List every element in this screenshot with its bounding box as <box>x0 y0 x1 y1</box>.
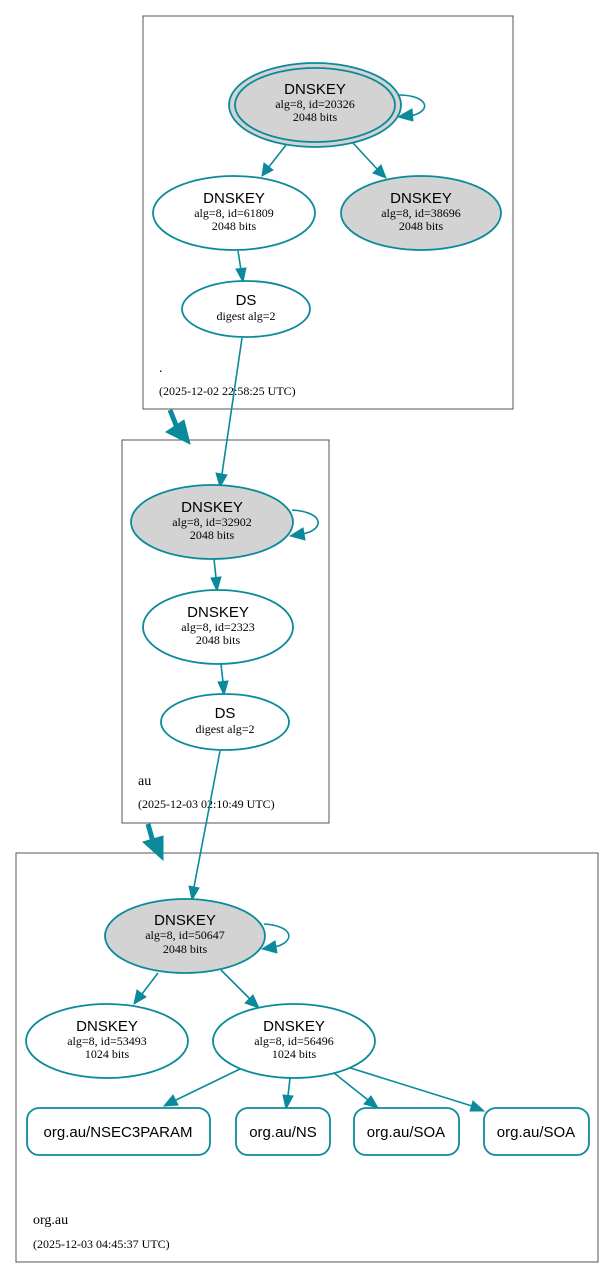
arrowhead <box>363 1095 380 1109</box>
node-title: DS <box>236 292 257 309</box>
edge-orgau-ksk-zsk2 <box>220 969 251 1000</box>
node-key-size: 2048 bits <box>196 633 241 647</box>
node-title: DNSKEY <box>76 1018 138 1035</box>
node-key-info: alg=8, id=38696 <box>381 206 461 220</box>
edge-root-zsk-ds <box>237 250 242 271</box>
node-key-size: 2048 bits <box>212 219 257 233</box>
node-key-size: 2048 bits <box>190 528 235 542</box>
zone-au-timestamp: (2025-12-03 02:10:49 UTC) <box>138 797 275 811</box>
edge-zsk2-ns <box>287 1077 291 1097</box>
node-key-info: alg=8, id=53493 <box>67 1034 147 1048</box>
node-digest-info: digest alg=2 <box>216 309 275 323</box>
zone-root-name: . <box>159 361 163 376</box>
au-ds-node[interactable]: DS digest alg=2 <box>160 693 290 751</box>
zone-orgau-timestamp: (2025-12-03 04:45:37 UTC) <box>33 1237 170 1251</box>
edge-zsk2-soa1 <box>333 1072 369 1101</box>
rrset-soa2-node[interactable]: org.au/SOA <box>483 1107 590 1156</box>
arrowhead <box>162 1094 179 1107</box>
edge-root-ksk-ksk2 <box>352 142 379 171</box>
root-ds-node[interactable]: DS digest alg=2 <box>181 280 311 338</box>
arrowhead <box>244 994 260 1009</box>
zone-root-timestamp: (2025-12-02 22:58:25 UTC) <box>159 384 296 398</box>
edge-au-ds-orgau-ksk <box>193 750 221 888</box>
node-title: DNSKEY <box>263 1018 325 1035</box>
edge-root-ds-au-ksk <box>221 337 243 475</box>
node-key-info: alg=8, id=20326 <box>275 97 355 111</box>
root-ksk-node[interactable]: DNSKEY alg=8, id=20326 2048 bits <box>228 62 402 148</box>
node-title: DNSKEY <box>187 604 249 621</box>
arrowhead <box>260 940 278 954</box>
root-zsk-node[interactable]: DNSKEY alg=8, id=61809 2048 bits <box>152 175 316 251</box>
node-key-info: alg=8, id=50647 <box>145 928 225 942</box>
arrowhead <box>188 885 200 902</box>
rrset-label: org.au/NS <box>249 1124 317 1141</box>
self-loop-orgau-ksk <box>263 923 290 948</box>
self-loop-root-ksk <box>397 94 426 117</box>
rrset-label: org.au/NSEC3PARAM <box>44 1124 193 1141</box>
edge-zsk2-nsec3param <box>175 1068 241 1101</box>
rrset-nsec3param-node[interactable]: org.au/NSEC3PARAM <box>26 1107 211 1156</box>
orgau-ksk-node[interactable]: DNSKEY alg=8, id=50647 2048 bits <box>104 898 266 974</box>
arrowhead <box>133 989 147 1006</box>
arrowhead <box>261 162 274 177</box>
node-digest-info: digest alg=2 <box>195 722 254 736</box>
delegation-arrowhead-root-au <box>165 419 191 445</box>
au-zsk-node[interactable]: DNSKEY alg=8, id=2323 2048 bits <box>142 589 294 665</box>
node-title: DNSKEY <box>390 190 452 207</box>
node-title: DNSKEY <box>203 190 265 207</box>
self-loop-au-ksk <box>291 509 319 535</box>
node-key-info: alg=8, id=32902 <box>172 515 252 529</box>
root-ksk2-node[interactable]: DNSKEY alg=8, id=38696 2048 bits <box>340 175 502 251</box>
zone-au-name: au <box>138 774 151 789</box>
rrset-soa1-node[interactable]: org.au/SOA <box>353 1107 460 1156</box>
node-key-size: 2048 bits <box>163 942 208 956</box>
node-key-info: alg=8, id=56496 <box>254 1034 334 1048</box>
edge-au-zsk-ds <box>220 663 224 683</box>
delegation-arrowhead-au-orgau <box>142 835 164 862</box>
orgau-zsk2-node[interactable]: DNSKEY alg=8, id=56496 1024 bits <box>212 1003 376 1079</box>
edge-au-ksk-zsk <box>213 558 217 579</box>
edge-root-ksk-zsk <box>267 144 287 169</box>
node-key-size: 2048 bits <box>293 110 338 124</box>
rrset-label: org.au/SOA <box>497 1124 575 1141</box>
rrset-ns-node[interactable]: org.au/NS <box>235 1107 331 1156</box>
arrowhead <box>217 680 229 697</box>
arrowhead <box>215 472 228 489</box>
au-ksk-node[interactable]: DNSKEY alg=8, id=32902 2048 bits <box>130 484 294 560</box>
arrowhead <box>282 1094 294 1111</box>
node-title: DNSKEY <box>154 912 216 929</box>
zone-orgau-name: org.au <box>33 1213 68 1228</box>
edge-zsk2-soa2 <box>343 1065 473 1107</box>
orgau-zsk1-node[interactable]: DNSKEY alg=8, id=53493 1024 bits <box>25 1003 189 1079</box>
node-key-size: 1024 bits <box>272 1047 317 1061</box>
arrowhead <box>288 527 306 541</box>
node-key-info: alg=8, id=2323 <box>181 620 255 634</box>
node-title: DNSKEY <box>181 499 243 516</box>
arrowhead <box>396 108 414 122</box>
node-key-size: 2048 bits <box>399 219 444 233</box>
node-title: DNSKEY <box>284 81 346 98</box>
arrowhead <box>210 576 222 593</box>
arrowhead <box>469 1100 486 1112</box>
rrset-label: org.au/SOA <box>367 1124 445 1141</box>
node-title: DS <box>215 705 236 722</box>
node-key-info: alg=8, id=61809 <box>194 206 274 220</box>
edge-orgau-ksk-zsk1 <box>141 972 159 995</box>
arrowhead <box>372 164 387 179</box>
node-key-size: 1024 bits <box>85 1047 130 1061</box>
arrowhead <box>235 267 247 284</box>
